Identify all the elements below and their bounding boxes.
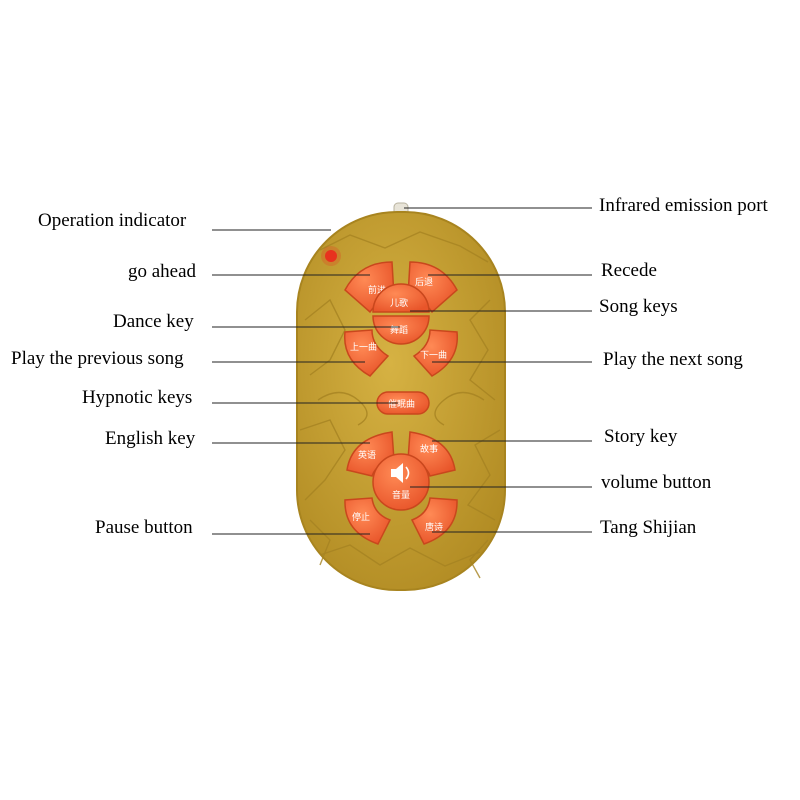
leader-lines [212,207,592,535]
volume-label: 音量 [392,489,410,501]
label-operation-indicator: Operation indicator [38,210,187,231]
back-label: 后退 [415,277,433,288]
previous-song-button[interactable]: 上一曲 [343,329,390,377]
tang-poetry-button[interactable]: 唐诗 [410,497,458,545]
label-pause-button: Pause button [95,517,193,538]
stop-label: 停止 [352,511,370,523]
label-play-next-song: Play the next song [603,349,743,370]
previous-label: 上一曲 [350,342,377,353]
label-play-previous-song: Play the previous song [11,348,184,369]
english-label: 英语 [358,449,376,461]
lullaby-label: 催眠曲 [388,398,415,410]
label-go-ahead: go ahead [128,261,197,282]
song-label: 儿歌 [390,297,408,309]
dance-button[interactable]: 舞蹈 [372,315,430,345]
next-song-button[interactable]: 下一曲 [412,329,459,377]
volume-button[interactable]: 音量 [372,453,430,511]
label-hypnotic-keys: Hypnotic keys [82,387,193,408]
dance-label: 舞蹈 [390,325,408,336]
label-song-keys: Song keys [599,296,678,317]
label-recede: Recede [601,260,657,281]
pause-button[interactable]: 停止 [344,497,392,545]
operation-indicator-led [325,250,337,262]
label-english-key: English key [105,428,196,449]
label-story-key: Story key [604,426,678,447]
label-dance-key: Dance key [113,311,194,332]
story-label: 故事 [420,443,438,455]
label-volume-button: volume button [601,472,712,493]
song-button[interactable]: 儿歌 [372,283,430,313]
label-infrared-emission-port: Infrared emission port [599,195,768,216]
label-tang-shijian: Tang Shijian [600,517,697,538]
speaker-icon [391,463,410,483]
body-texture [299,231,501,579]
next-label: 下一曲 [420,350,447,361]
tang-poetry-label: 唐诗 [425,521,443,533]
